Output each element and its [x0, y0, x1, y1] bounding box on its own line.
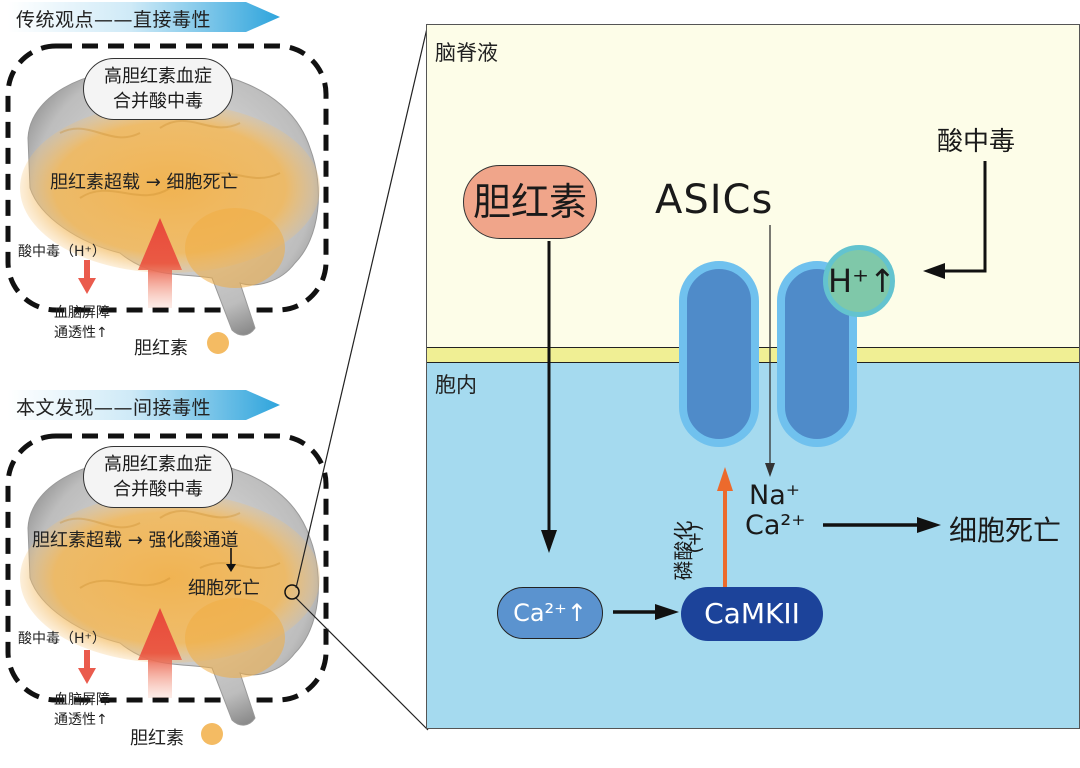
new-finding-banner: 本文发现——间接毒性 [8, 388, 280, 422]
zoom-origin-circle [284, 584, 300, 600]
acidosis-label: 酸中毒 [937, 127, 1016, 157]
bilirubin-dot-icon [207, 332, 229, 354]
new-finding-panel: 高胆红素血症 合并酸中毒 胆红素超载 → 强化酸通道 细胞死亡 酸中毒（H⁺） … [0, 428, 340, 768]
acidosis-to-proton-arrow [941, 161, 987, 273]
proton-circle: H⁺↑ [823, 245, 896, 317]
bilirubin-entry-arrow [138, 218, 182, 308]
dashed-frame [5, 43, 329, 313]
bilirubin-label: 胆红素 [130, 728, 184, 749]
csf-label: 脑脊液 [435, 41, 498, 65]
acidosis-label: 酸中毒（H⁺） [18, 631, 106, 647]
acidosis-down-arrow [78, 260, 96, 294]
sodium-ion-label: Na⁺ [749, 480, 800, 511]
traditional-view-banner: 传统观点——直接毒性 [8, 0, 280, 34]
bilirubin-entry-arrow [138, 608, 182, 698]
bbb-label-line-1: 血脑屏障 [54, 692, 110, 708]
bbb-label-line-1: 血脑屏障 [54, 305, 110, 321]
overload-channel-text: 胆红素超载 → 强化酸通道 [32, 530, 239, 551]
cell-death-label: 细胞死亡 [949, 514, 1062, 547]
bilirubin-pill: 胆红素 [463, 165, 597, 239]
condition-bubble: 高胆红素血症 合并酸中毒 [83, 446, 233, 508]
banner-arrow-shape [8, 2, 280, 32]
pathway-arrows [541, 161, 987, 620]
acidosis-label: 酸中毒（H⁺） [18, 244, 106, 260]
dashed-frame [5, 433, 329, 703]
banner-label: 本文发现——间接毒性 [16, 397, 212, 419]
phosphorylation-plus: (+) [684, 524, 706, 554]
intracellular-label: 胞内 [435, 373, 477, 397]
bubble-line-2: 合并酸中毒 [113, 479, 203, 500]
banner-arrow-shape [8, 390, 280, 420]
bbb-label-line-2: 通透性↑ [54, 325, 108, 341]
calcium-ion-label: Ca²⁺ [745, 510, 806, 541]
acidosis-down-arrow [78, 650, 96, 684]
cell-death-text: 细胞死亡 [188, 578, 260, 599]
zoom-connector-lines [295, 23, 429, 731]
asic-subunit-left [679, 261, 759, 447]
brain-illustration [5, 433, 329, 745]
overload-death-text: 胆红素超载 → 细胞死亡 [50, 172, 239, 193]
proton-label: H⁺↑ [828, 262, 896, 300]
calcium-pill: Ca²⁺↑ [497, 587, 603, 639]
traditional-view-panel: 高胆红素血症 合并酸中毒 胆红素超载 → 细胞死亡 酸中毒（H⁺） 血脑屏障 通… [0, 38, 340, 378]
bubble-line-2: 合并酸中毒 [113, 91, 203, 112]
bilirubin-dot-icon [201, 723, 223, 745]
bubble-line-1: 高胆红素血症 [104, 454, 212, 475]
bilirubin-label: 胆红素 [134, 338, 188, 359]
brain-illustration [5, 43, 329, 354]
asics-label: ASICs [655, 177, 774, 223]
camkii-pill: CaMKII [681, 587, 823, 641]
mechanism-panel: 脑脊液 胞内 胆红素 ASICs 酸中毒 H⁺↑ Na⁺ Ca²⁺ [426, 24, 1080, 729]
condition-bubble: 高胆红素血症 合并酸中毒 [83, 58, 233, 120]
calcium-pill-label: Ca²⁺↑ [513, 599, 587, 627]
bbb-label-line-2: 通透性↑ [54, 712, 108, 728]
bubble-line-1: 高胆红素血症 [104, 66, 212, 87]
phosphorylation-label: 磷酸化 (+) [657, 483, 706, 593]
bilirubin-pill-label: 胆红素 [472, 180, 587, 224]
camkii-pill-label: CaMKII [704, 597, 800, 630]
banner-label: 传统观点——直接毒性 [16, 9, 212, 31]
